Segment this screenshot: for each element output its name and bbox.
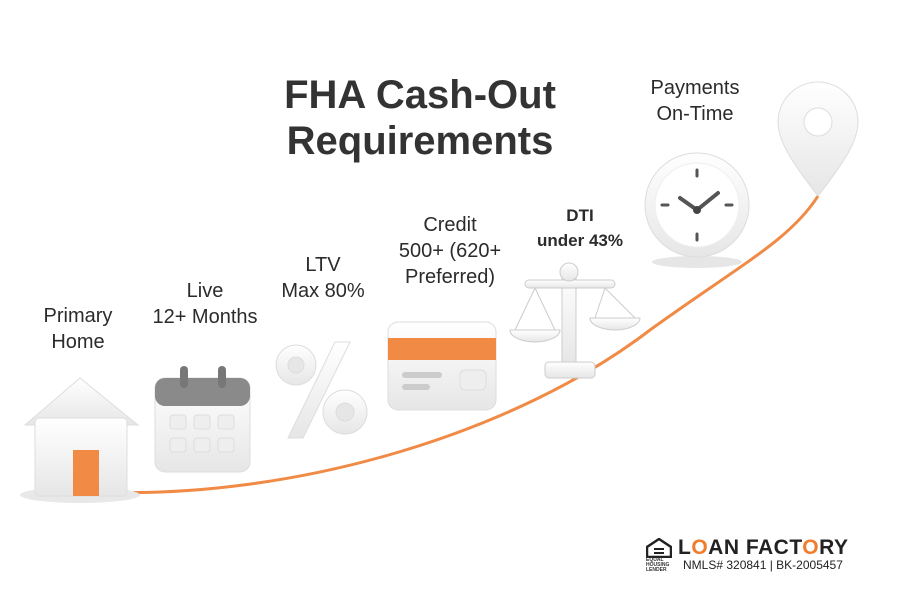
label-line: under 43% — [537, 231, 623, 250]
label-line: DTI — [566, 206, 594, 225]
credit-card-icon — [387, 321, 497, 411]
house-icon — [20, 377, 140, 503]
label-line: Primary — [43, 305, 113, 327]
map-pin-icon — [777, 81, 859, 197]
brand-part: AN FACT — [708, 536, 803, 559]
label-line: Max 80% — [281, 280, 365, 302]
percent-icon — [275, 341, 368, 439]
label-line: LTV — [305, 254, 341, 276]
brand-logo: LOAN FACTORY — [678, 536, 849, 560]
label-line: Payments — [650, 77, 740, 99]
page-title: FHA Cash-Out Requirements — [284, 73, 556, 163]
brand-part: O — [802, 536, 820, 559]
calendar-icon — [154, 366, 251, 473]
label-line: 500+ (620+ — [398, 240, 502, 262]
label-line: Preferred) — [404, 266, 496, 288]
label-line: Credit — [423, 214, 477, 236]
label-line: Live — [186, 280, 224, 302]
step-label-credit: Credit 500+ (620+ Preferred) — [375, 212, 525, 290]
nmls-text: NMLS# 320841 | BK-2005457 — [683, 558, 843, 572]
step-label-dti: DTI under 43% — [520, 203, 640, 253]
brand-part: O — [691, 536, 709, 559]
step-label-ltv: LTV Max 80% — [268, 252, 378, 304]
equal-housing-text: EQUAL HOUSING LENDER — [646, 557, 670, 573]
brand-part: L — [678, 536, 692, 559]
label-line: On-Time — [656, 103, 734, 125]
step-label-live: Live 12+ Months — [140, 278, 270, 330]
label-line: Home — [51, 331, 105, 353]
clock-icon — [644, 152, 750, 268]
label-line: 12+ Months — [152, 306, 258, 328]
scale-icon — [509, 262, 641, 379]
brand-part: RY — [819, 536, 849, 559]
equal-housing-icon — [646, 538, 672, 558]
